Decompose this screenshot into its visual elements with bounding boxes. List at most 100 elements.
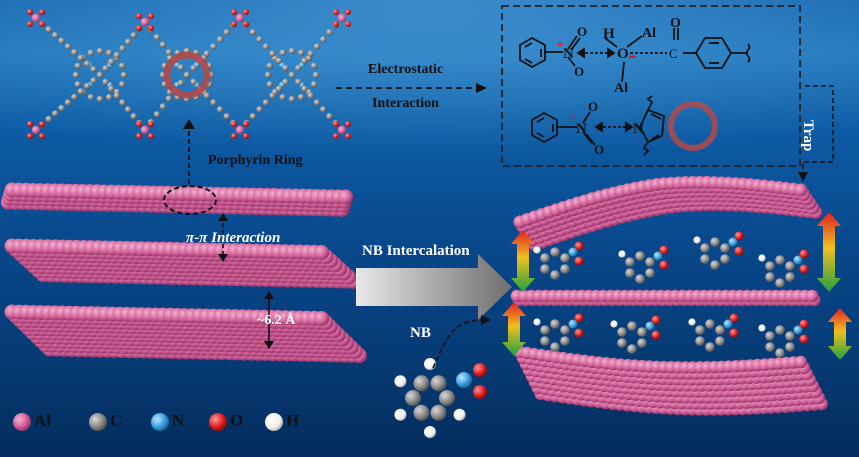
node-oxygen (333, 9, 339, 15)
al-layer-bottom-atom (314, 310, 330, 326)
label-n-top: N (563, 46, 574, 62)
linker-carbon (295, 64, 302, 72)
al-layer-top-atom (338, 189, 354, 205)
interaction-dashed-box (501, 5, 801, 167)
legend-label-c: C (110, 411, 123, 430)
nb-nitrogen (456, 372, 472, 388)
guest-nitrogen (793, 325, 803, 335)
linker-carbon (210, 43, 217, 50)
benzene-ring-bottom (531, 111, 558, 144)
guest-carbon (617, 327, 627, 337)
interaction-arrowhead-right-bottom (625, 121, 634, 133)
legend-swatch-n (151, 413, 169, 431)
linker-carbon (326, 29, 333, 36)
guest-oxygen (651, 315, 661, 325)
porphyrin-carbon (96, 95, 104, 103)
porphyrin-carbon (118, 80, 126, 88)
porphyrin-carbon (105, 49, 113, 57)
guest-oxygen (651, 330, 661, 340)
node-oxygen (136, 25, 142, 31)
guest-carbon (627, 321, 637, 331)
nb-intercalation-label: NB Intercalation (362, 243, 470, 259)
guest-carbon (635, 274, 645, 284)
node-oxygen (345, 21, 351, 27)
linker-carbon (320, 36, 327, 43)
linker-carbon (313, 99, 321, 106)
pyrrole-double-bond (651, 134, 660, 140)
legend-swatch-h (265, 413, 283, 431)
benzene-bond (524, 42, 533, 48)
guest-oxygen (729, 313, 739, 323)
guest-carbon (765, 342, 775, 352)
guest-carbon (540, 336, 550, 346)
linker-carbon (71, 93, 78, 101)
interaction-arrowhead-right (607, 47, 616, 59)
guest-nitrogen (568, 247, 578, 257)
guest-oxygen (799, 264, 809, 274)
arrowhead-up (183, 119, 195, 129)
linker-carbon (256, 36, 263, 43)
porphyrin-carbon (297, 49, 305, 57)
linker-carbon (177, 79, 185, 87)
layer-spacing-label: ~6.2 Å (257, 313, 296, 328)
guest-carbon (627, 344, 637, 354)
dashed-ellipse-marker (163, 185, 217, 215)
linker-carbon (84, 82, 91, 90)
guest-carbon (705, 342, 715, 352)
guest-carbon (775, 348, 785, 358)
nb-hydrogen (394, 408, 407, 421)
guest-carbon (715, 325, 725, 335)
linker-carbon (210, 99, 217, 106)
legend-label-al: Al (34, 411, 51, 430)
guest-oxygen (574, 328, 584, 338)
linker-carbon (216, 106, 224, 113)
node-oxygen (333, 21, 339, 27)
guest-carbon (540, 253, 550, 263)
node-oxygen (39, 121, 45, 127)
guest-hydrogen (693, 236, 701, 244)
linker-carbon (313, 43, 321, 50)
porphyrin-carbon (118, 62, 126, 70)
linker-carbon (307, 92, 314, 99)
porphyrin-carbon (264, 71, 272, 79)
metal-node (235, 13, 245, 23)
linker-carbon (216, 36, 224, 43)
guest-nitrogen (793, 255, 803, 265)
guest-carbon (625, 268, 635, 278)
node-oxygen (148, 25, 154, 31)
porphyrin-carbon (96, 47, 104, 55)
nb-arrowhead (481, 315, 491, 325)
linker-carbon (124, 106, 132, 113)
porphyrin-carbon (266, 62, 274, 70)
benzene-bond (524, 58, 533, 64)
guest-carbon (785, 342, 795, 352)
linker-carbon (124, 38, 132, 46)
expansion-double-arrow (511, 230, 535, 292)
guest-nitrogen (568, 319, 578, 329)
guest-oxygen (734, 231, 744, 241)
linker-carbon (102, 78, 109, 86)
nitrobenzene-molecule (394, 358, 487, 438)
linker-carbon (119, 99, 126, 106)
linker-carbon (77, 54, 85, 62)
node-oxygen (243, 121, 249, 127)
nb-carbon (405, 390, 421, 406)
al-layer-middle-atom (314, 244, 330, 260)
spacing-arrowhead-up (264, 291, 274, 299)
guest-carbon (775, 255, 785, 265)
metal-node (140, 17, 150, 27)
guest-carbon (560, 336, 570, 346)
guest-carbon (625, 257, 635, 267)
linker-carbon (64, 43, 72, 50)
node-oxygen (243, 133, 249, 139)
label-o-nitro-4: O (594, 142, 604, 157)
guest-oxygen (574, 241, 584, 251)
linker-carbon (52, 31, 59, 39)
guest-carbon (720, 254, 730, 264)
wavy-bond-top (745, 43, 751, 63)
legend-label-h: H (286, 411, 300, 430)
benzene-ring-top-left (519, 36, 546, 69)
pi-pi-interaction-label: π-π Interaction (186, 230, 281, 246)
